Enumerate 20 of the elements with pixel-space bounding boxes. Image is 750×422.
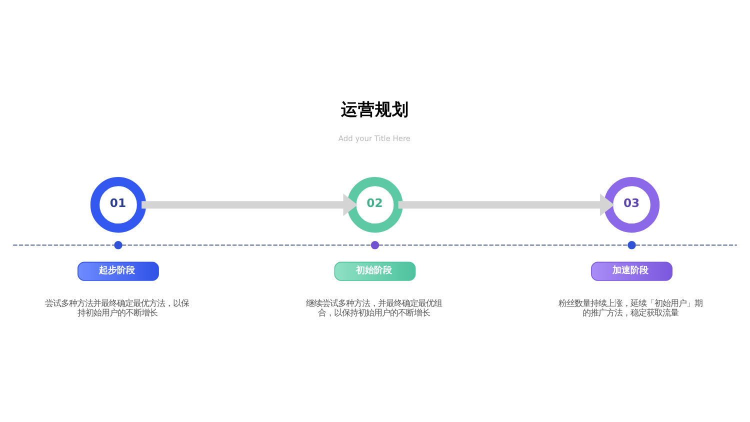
connector — [378, 244, 628, 246]
node-label: 尝试多种方法并最终确定最优方法，以保持初始用户的不断增长 — [45, 298, 190, 317]
arrow — [142, 193, 358, 216]
node-circle: 03 — [604, 176, 660, 232]
node-box: 加速阶段 — [591, 261, 672, 280]
arrow — [398, 193, 614, 216]
node-circle — [370, 240, 380, 249]
node-box: 初始阶段 — [334, 261, 416, 280]
connector — [122, 244, 372, 246]
node-label: 粉丝数量持续上涨，延续「初始用户」期的推广方法，稳定获取流量 — [558, 298, 703, 317]
connector — [12, 244, 115, 246]
node-circle: 01 — [90, 176, 146, 232]
label: Add your Title Here — [338, 134, 411, 143]
node-box: 起步阶段 — [78, 261, 159, 280]
node-circle — [114, 240, 122, 249]
node-label: 继续尝试多种方法，并最终确定最优组合，以保持初始用户的不断增长 — [306, 298, 442, 317]
node-circle — [628, 240, 636, 249]
connector — [635, 244, 738, 246]
node-circle: 02 — [347, 176, 403, 232]
diagram-title: 运营规划 — [340, 100, 409, 119]
